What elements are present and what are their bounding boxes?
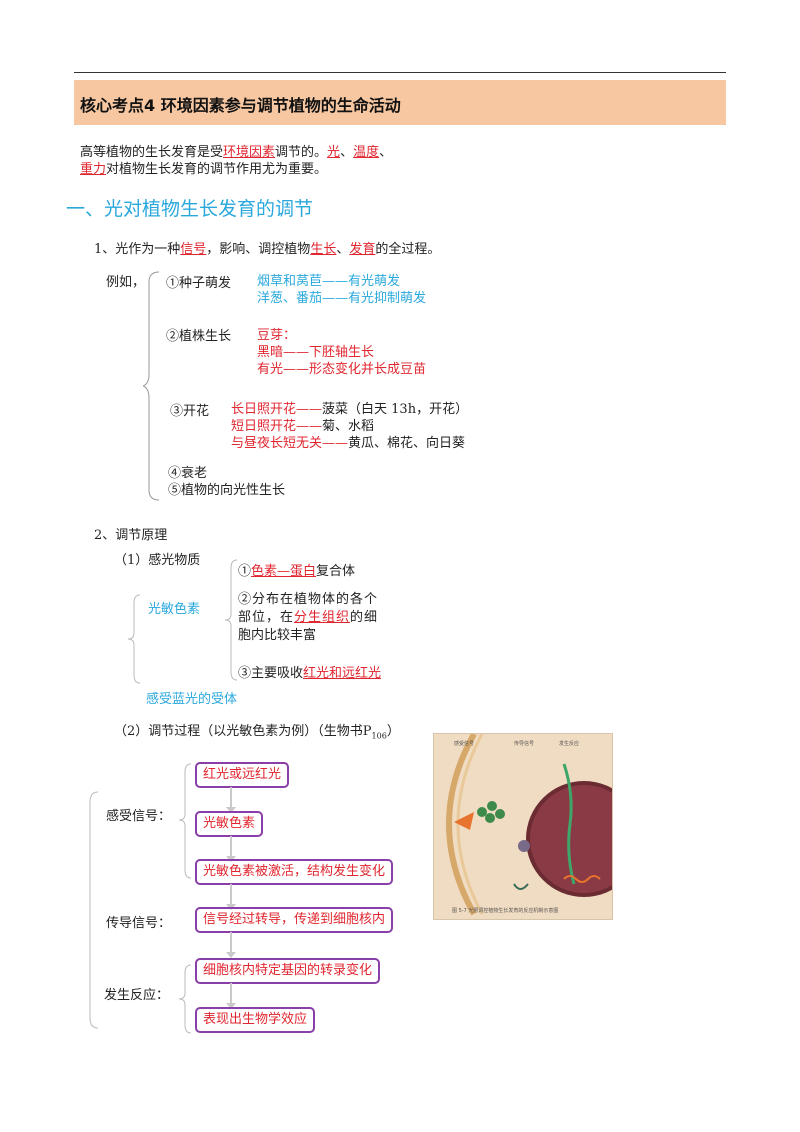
keyword: 环境因素 <box>223 145 276 160</box>
sub-2-heading: （2）调节过程（以光敏色素为例）（生物书P106） <box>114 720 400 741</box>
process-box-6: 表现出生物学效应 <box>195 1007 316 1033</box>
intro-text: 高等植物的生长发育是受 <box>80 145 224 160</box>
text: 复合体 <box>316 564 356 579</box>
keyword: 与昼夜长短无关—— <box>231 436 349 451</box>
page-title: 核心考点4 环境因素参与调节植物的生命活动 <box>80 96 401 115</box>
keyword: 温度 <box>353 145 380 160</box>
phytochrome-point-2-l3: 胞内比较丰富 <box>238 628 317 643</box>
item-seed-b: 洋葱、番茄——有光抑制萌发 <box>257 291 427 306</box>
text: 部位，在 <box>238 610 295 625</box>
phytochrome-label: 光敏色素 <box>148 602 201 617</box>
item-seed: ①种子萌发 <box>166 276 232 291</box>
item-phototropism: ⑤植物的向光性生长 <box>168 483 286 498</box>
flow-arrow <box>226 983 236 1009</box>
keyword: 信号 <box>180 242 207 257</box>
text: 的细 <box>350 610 379 625</box>
text: 1、光作为一种 <box>94 242 181 257</box>
intro-line-2: 重力对植物生长发育的调节作用尤为重要。 <box>80 158 327 177</box>
inner-brace <box>224 559 238 681</box>
intro-text: 、 <box>379 145 393 160</box>
keyword: 长日照开花—— <box>231 402 323 417</box>
text: （2）调节过程（以光敏色素为例）（生物书P <box>114 724 372 739</box>
text: 菠菜（白天 13h，开花） <box>322 402 469 417</box>
text: ③主要吸收 <box>238 666 304 681</box>
keyword: 光 <box>327 145 341 160</box>
flow-arrow <box>226 836 236 862</box>
point-2-heading: 2、调节原理 <box>94 528 168 543</box>
cell-illustration <box>446 734 612 916</box>
sub-1-heading: （1）感光物质 <box>114 553 201 568</box>
title-banner: 核心考点4 环境因素参与调节植物的生命活动 <box>74 80 726 125</box>
keyword: 红光和远红光 <box>303 666 382 681</box>
text: 、 <box>336 242 350 257</box>
figure-label: 发生反应 <box>559 741 580 747</box>
item-plant-c: 有光——形态变化并长成豆苗 <box>257 362 427 377</box>
text: 黄瓜、棉花、向日葵 <box>348 436 466 451</box>
figure-label: 感受信号 <box>454 741 475 747</box>
text: ） <box>386 724 400 739</box>
intro-line-1: 高等植物的生长发育是受环境因素调节的。光、温度、 <box>80 141 392 160</box>
flow-arrow <box>226 932 236 958</box>
item-flower-c: 与昼夜长短无关——黄瓜、棉花、向日葵 <box>231 432 465 451</box>
subscript: 106 <box>371 731 387 741</box>
stage-1-label: 感受信号： <box>106 809 172 824</box>
intro-text: 、 <box>340 145 354 160</box>
flow-arrow <box>226 884 236 910</box>
item-flower-b: 短日照开花——菊、水稻 <box>231 415 374 434</box>
keyword: 发育 <box>349 242 376 257</box>
phytochrome-point-3: ③主要吸收红光和远红光 <box>238 662 381 681</box>
phytochrome-point-2-l1: ②分布在植物体的各个 <box>238 592 379 607</box>
phytochrome-point-1: ①色素—蛋白复合体 <box>238 560 355 579</box>
outer-brace <box>127 594 141 684</box>
intro-text: 调节的。 <box>275 145 328 160</box>
keyword: 重力 <box>80 162 107 177</box>
item-flower: ③开花 <box>170 404 210 419</box>
item-plant-a: 豆芽： <box>257 328 297 343</box>
example-brace <box>143 271 160 501</box>
item-seed-a: 烟草和莴苣——有光萌发 <box>257 274 401 289</box>
process-box-4: 信号经过转导，传递到细胞核内 <box>195 907 394 933</box>
keyword: 分生组织 <box>294 610 351 625</box>
text: ① <box>238 564 252 579</box>
point-1: 1、光作为一种信号，影响、调控植物生长、发育的全过程。 <box>94 238 440 257</box>
process-box-5: 细胞核内特定基因的转录变化 <box>195 958 381 984</box>
text: 的全过程。 <box>375 242 441 257</box>
process-box-1: 红光或远红光 <box>195 762 290 788</box>
figure-label: 传导信号 <box>514 741 535 747</box>
text: ，影响、调控植物 <box>206 242 311 257</box>
item-flower-a: 长日照开花——菠菜（白天 13h，开花） <box>231 398 468 417</box>
keyword: 色素—蛋白 <box>251 564 317 579</box>
blue-receptor-label: 感受蓝光的受体 <box>146 692 238 707</box>
stage-3-label: 发生反应： <box>104 988 170 1003</box>
header-rule <box>74 72 726 73</box>
section-heading: 一、光对植物生长发育的调节 <box>66 198 314 220</box>
text: 菊、水稻 <box>322 419 375 434</box>
item-plant-b: 黑暗——下胚轴生长 <box>257 345 375 360</box>
stage-2-label: 传导信号： <box>106 916 172 931</box>
process-box-2: 光敏色素 <box>195 811 264 837</box>
keyword: 短日照开花—— <box>231 419 323 434</box>
textbook-figure: 感受信号 传导信号 发生反应 图 5-7 光照调控植物生长发育的反应机制示意图 <box>433 733 613 920</box>
example-label: 例如， <box>106 275 146 290</box>
phytochrome-point-2-l2: 部位，在分生组织的细 <box>238 606 378 625</box>
figure-caption: 图 5-7 光照调控植物生长发育的反应机制示意图 <box>452 908 559 914</box>
process-bottom-brace <box>178 964 192 1034</box>
item-aging: ④衰老 <box>168 466 208 481</box>
keyword: 生长 <box>310 242 337 257</box>
intro-text: 对植物生长发育的调节作用尤为重要。 <box>106 162 328 177</box>
process-top-brace <box>178 763 192 879</box>
process-box-3: 光敏色素被激活，结构发生变化 <box>195 859 394 885</box>
item-plant: ②植株生长 <box>166 329 232 344</box>
process-left-brace <box>89 791 99 1029</box>
flow-arrow <box>226 787 236 813</box>
